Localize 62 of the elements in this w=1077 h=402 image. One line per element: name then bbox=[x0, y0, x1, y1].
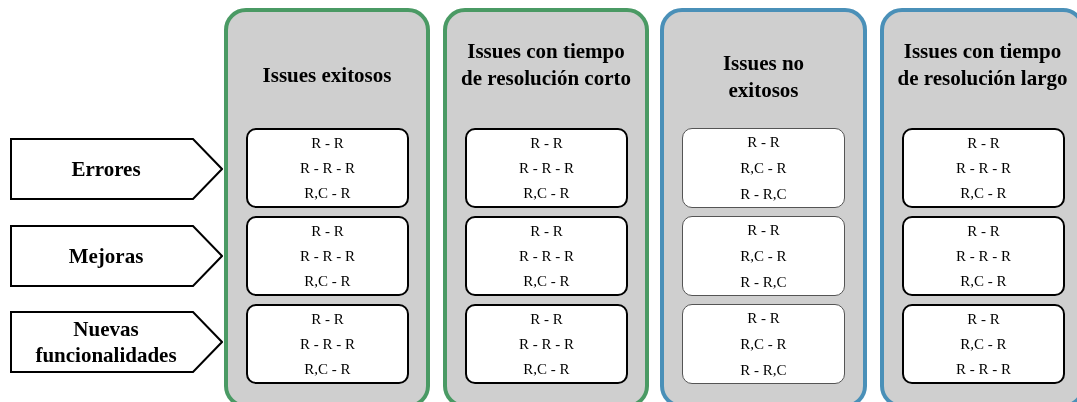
column-panel bbox=[443, 8, 649, 402]
column-title: Issues exitosos bbox=[262, 62, 392, 89]
pattern-text: R,C - R bbox=[304, 360, 351, 379]
pattern-text: R - R - R bbox=[956, 159, 1011, 178]
pattern-text: R - R - R bbox=[519, 335, 574, 354]
pattern-text: R,C - R bbox=[960, 335, 1007, 354]
pattern-text: R - R bbox=[530, 134, 563, 153]
category-label: Mejoras bbox=[68, 243, 144, 269]
pattern-box bbox=[682, 304, 845, 384]
pattern-text: R - R - R bbox=[519, 247, 574, 266]
pattern-box bbox=[465, 128, 628, 208]
pattern-box bbox=[465, 216, 628, 296]
pattern-text: R - R bbox=[967, 134, 1000, 153]
pattern-box bbox=[902, 304, 1065, 384]
pattern-text: R,C - R bbox=[740, 335, 787, 354]
pattern-text: R - R bbox=[530, 310, 563, 329]
column-title: Issues con tiempo de resolución corto bbox=[461, 38, 631, 92]
pattern-text: R - R - R bbox=[956, 247, 1011, 266]
pattern-text: R - R - R bbox=[519, 159, 574, 178]
pattern-box bbox=[246, 128, 409, 208]
pattern-box bbox=[465, 304, 628, 384]
pattern-box bbox=[246, 304, 409, 384]
pattern-text: R - R,C bbox=[740, 185, 787, 204]
pattern-text: R - R - R bbox=[300, 335, 355, 354]
pattern-text: R - R,C bbox=[740, 273, 787, 292]
row-header-tab bbox=[10, 138, 223, 200]
pattern-box bbox=[246, 216, 409, 296]
pattern-text: R,C - R bbox=[740, 247, 787, 266]
row-header-tab bbox=[10, 311, 223, 373]
pattern-text: R,C - R bbox=[523, 360, 570, 379]
pattern-text: R,C - R bbox=[960, 272, 1007, 291]
pattern-text: R - R bbox=[311, 310, 344, 329]
pattern-text: R - R,C bbox=[740, 361, 787, 380]
column-panel bbox=[880, 8, 1077, 402]
pattern-text: R - R bbox=[311, 134, 344, 153]
pattern-box bbox=[682, 128, 845, 208]
row-header-tab bbox=[10, 225, 223, 287]
column-panel bbox=[660, 8, 867, 402]
pattern-box bbox=[902, 216, 1065, 296]
category-label: Nuevas funcionalidades bbox=[34, 316, 178, 368]
pattern-text: R - R bbox=[967, 222, 1000, 241]
pattern-text: R - R bbox=[311, 222, 344, 241]
pattern-text: R - R bbox=[747, 221, 780, 240]
pattern-text: R - R bbox=[967, 310, 1000, 329]
pattern-text: R,C - R bbox=[304, 184, 351, 203]
column-title: Issues no exitosos bbox=[721, 50, 806, 104]
pattern-box bbox=[682, 216, 845, 296]
pattern-text: R - R bbox=[747, 309, 780, 328]
pattern-text: R,C - R bbox=[960, 184, 1007, 203]
pattern-text: R,C - R bbox=[304, 272, 351, 291]
pattern-text: R - R - R bbox=[300, 159, 355, 178]
pattern-text: R,C - R bbox=[740, 159, 787, 178]
pattern-text: R - R - R bbox=[956, 360, 1011, 379]
category-label: Errores bbox=[71, 156, 141, 182]
pattern-box bbox=[902, 128, 1065, 208]
pattern-text: R - R bbox=[530, 222, 563, 241]
pattern-text: R - R - R bbox=[300, 247, 355, 266]
pattern-text: R - R bbox=[747, 133, 780, 152]
column-panel bbox=[224, 8, 430, 402]
column-title: Issues con tiempo de resolución largo bbox=[896, 38, 1069, 92]
pattern-text: R,C - R bbox=[523, 184, 570, 203]
pattern-text: R,C - R bbox=[523, 272, 570, 291]
